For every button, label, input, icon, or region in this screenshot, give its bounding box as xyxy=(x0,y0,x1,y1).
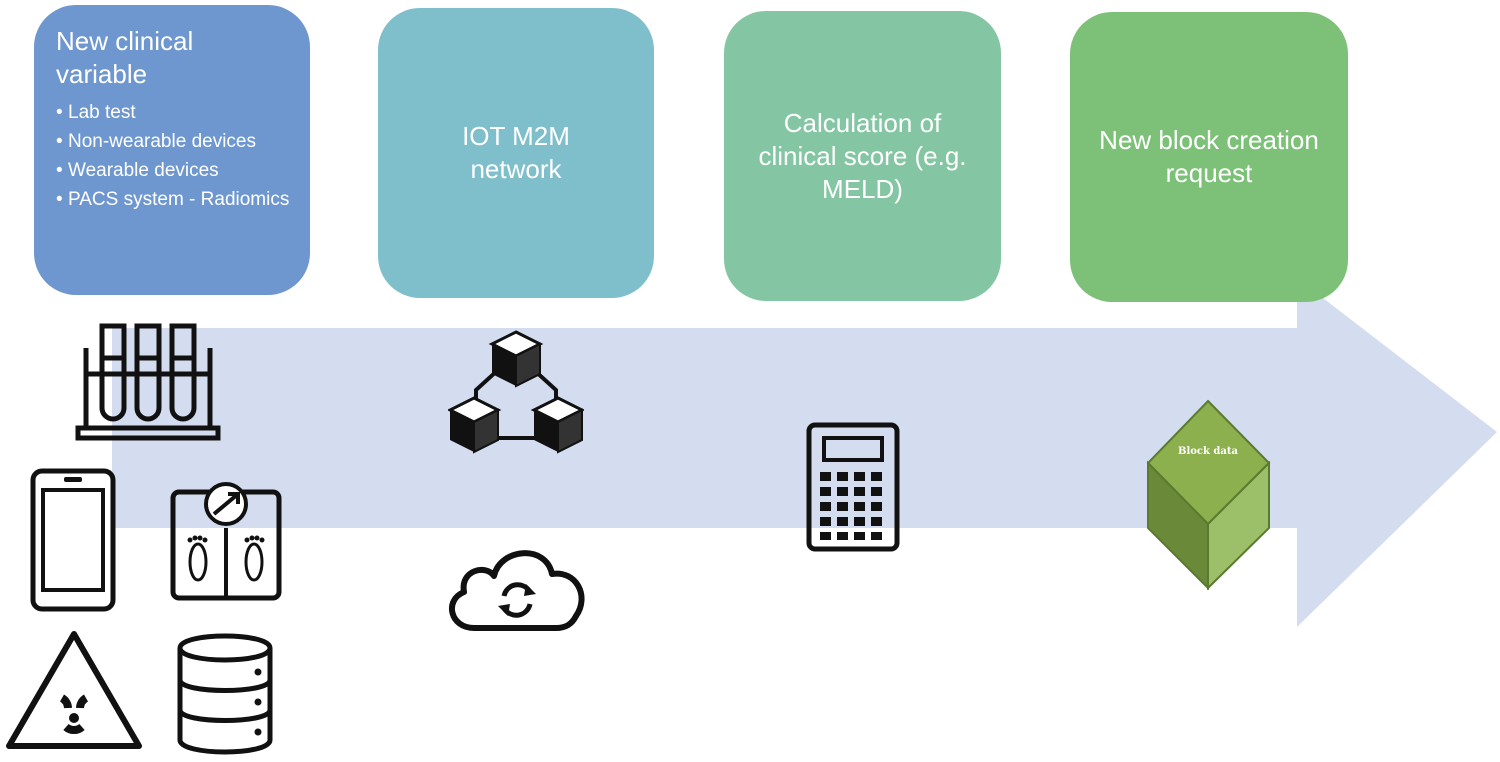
step-title: Calculation of clinical score (e.g. MELD… xyxy=(758,107,967,204)
data-block-cube-icon: Block data xyxy=(1146,399,1271,591)
list-item: •Lab test xyxy=(56,102,136,123)
cloud-sync-icon xyxy=(449,550,585,631)
smartphone-icon xyxy=(30,468,116,612)
step-clinical-score: Calculation of clinical score (e.g. MELD… xyxy=(724,11,1001,301)
blockchain-network-icon xyxy=(448,330,584,454)
step-iot-network: IOT M2M network xyxy=(378,8,654,298)
step-new-clinical-variable: New clinical variable •Lab test •Non-wea… xyxy=(34,5,310,295)
list-item: •Non-wearable devices xyxy=(56,131,256,152)
data-source-list: •Lab test •Non-wearable devices •Wearabl… xyxy=(56,101,296,212)
calculator-icon xyxy=(806,422,900,552)
test-tubes-icon xyxy=(75,323,221,441)
list-item: •PACS system - Radiomics xyxy=(56,189,290,210)
step-block-request: New block creation request xyxy=(1070,12,1348,302)
list-item: •Wearable devices xyxy=(56,160,219,181)
step-title: IOT M2M network xyxy=(462,121,570,184)
step-title: New clinical variable xyxy=(56,26,194,89)
radiation-warning-icon xyxy=(6,631,142,749)
block-data-label: Block data xyxy=(1178,446,1239,457)
database-server-icon xyxy=(177,633,273,755)
body-scale-icon xyxy=(170,482,282,601)
step-title: New block creation request xyxy=(1099,125,1319,188)
